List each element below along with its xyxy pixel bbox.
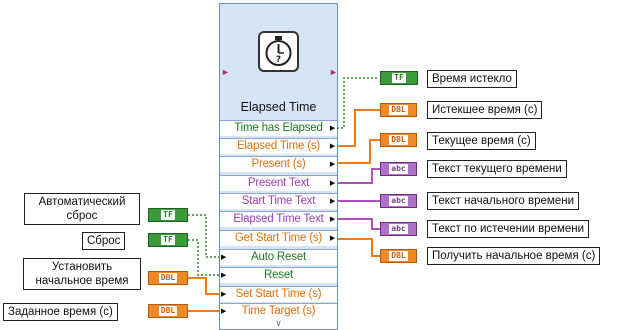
stopwatch-icon: ? [258, 31, 299, 72]
terminal-reset[interactable]: ▶ Reset [220, 267, 337, 283]
indicator-label: Получить начальное время (с) [427, 247, 601, 265]
type-label: DBL [389, 251, 408, 261]
indicator-label: Истекшее время (с) [427, 101, 543, 119]
control-label: Заданное время (с) [3, 303, 118, 321]
type-label: TF [161, 235, 175, 245]
indicator-terminal-elapsed-time-text[interactable]: abc [380, 222, 417, 236]
terminal-label: Set Start Time (s) [235, 288, 322, 300]
terminal-label: Get Start Time (s) [234, 232, 323, 244]
terminal-time-has-elapsed[interactable]: Time has Elapsed ▶ [220, 120, 337, 136]
terminal-elapsed-time[interactable]: Elapsed Time (s) ▶ [220, 138, 337, 154]
terminal-elapsed-time-text[interactable]: Elapsed Time Text ▶ [220, 211, 337, 227]
wire-present [337, 139, 380, 164]
terminal-set-start-time[interactable]: ▶ Set Start Time (s) [220, 286, 337, 302]
terminal-label: Time has Elapsed [234, 122, 323, 134]
terminal-present-text[interactable]: Present Text ▶ [220, 175, 337, 191]
output-arrow-icon: ▶ [329, 198, 335, 205]
type-label: DBL [158, 273, 178, 283]
vi-title: Elapsed Time [240, 100, 317, 114]
indicator-label: Текст по истечении времени [427, 220, 590, 238]
input-arrow-icon: ▶ [221, 254, 227, 261]
terminal-label: Auto Reset [251, 251, 306, 263]
terminal-present[interactable]: Present (s) ▶ [220, 156, 337, 172]
wire-elapsed-time-text [337, 218, 380, 230]
terminal-label: Time Target (s) [241, 305, 316, 317]
control-label: Сброс [82, 232, 126, 250]
control-terminal-time-target[interactable]: DBL [148, 304, 188, 318]
indicator-label: Текст текущего времени [427, 160, 567, 178]
terminal-label: Reset [263, 269, 294, 281]
output-arrow-icon: ▶ [329, 143, 335, 150]
indicator-label: Время истекло [427, 70, 517, 88]
type-label: TF [392, 73, 406, 83]
terminal-auto-reset[interactable]: ▶ Auto Reset [220, 249, 337, 265]
wire-present-text [337, 168, 380, 184]
type-label: abc [389, 196, 408, 206]
wire-auto-reset [188, 214, 220, 258]
terminal-label: Elapsed Time Text [233, 213, 324, 225]
terminal-time-target[interactable]: ▶ Time Target (s) [220, 303, 337, 319]
control-label: Автоматический сброс [24, 193, 140, 225]
input-arrow-icon: ▶ [221, 291, 227, 298]
type-label: DBL [389, 135, 408, 145]
terminal-label: Elapsed Time (s) [236, 140, 321, 152]
output-arrow-icon: ▶ [329, 125, 335, 132]
wire-elapsed-time [337, 109, 380, 147]
svg-text:?: ? [276, 55, 281, 65]
indicator-label: Текст начального времени [427, 192, 579, 210]
indicator-label: Текущее время (с) [427, 132, 536, 150]
output-arrow-icon: ▶ [329, 180, 335, 187]
input-arrow-icon: ► [221, 67, 230, 77]
control-label: Установить начальное время [23, 258, 141, 290]
control-terminal-reset[interactable]: TF [148, 233, 188, 247]
output-arrow-icon: ▶ [329, 216, 335, 223]
indicator-terminal-present-text[interactable]: abc [380, 162, 417, 176]
type-label: abc [389, 224, 408, 234]
terminal-start-time-text[interactable]: Start Time Text ▶ [220, 193, 337, 209]
output-arrow-icon: ► [329, 67, 338, 77]
indicator-terminal-time-elapsed[interactable]: TF [380, 71, 418, 85]
wire-time-has-elapsed [337, 77, 378, 129]
input-arrow-icon: ▶ [221, 308, 227, 315]
expand-handle[interactable]: ∨ [220, 318, 337, 329]
indicator-terminal-start-time-text[interactable]: abc [380, 194, 417, 208]
terminal-label: Present (s) [251, 158, 306, 170]
output-arrow-icon: ▶ [329, 161, 335, 168]
control-terminal-auto-reset[interactable]: TF [148, 208, 188, 222]
type-label: DBL [389, 105, 408, 115]
indicator-terminal-elapsed-time[interactable]: DBL [380, 103, 417, 117]
type-label: DBL [158, 306, 178, 316]
wire-set-start-time [188, 277, 220, 295]
input-arrow-icon: ▶ [221, 272, 227, 279]
wire-get-start-time [337, 238, 380, 257]
terminal-label: Start Time Text [241, 195, 316, 207]
indicator-terminal-get-start-time[interactable]: DBL [380, 249, 417, 263]
terminal-get-start-time[interactable]: Get Start Time (s) ▶ [220, 230, 337, 246]
output-arrow-icon: ▶ [329, 235, 335, 242]
type-label: TF [161, 210, 175, 220]
terminal-label: Present Text [247, 177, 310, 189]
indicator-terminal-present[interactable]: DBL [380, 133, 417, 147]
wire-reset [188, 239, 220, 276]
control-terminal-set-start-time[interactable]: DBL [148, 271, 188, 285]
type-label: abc [389, 164, 408, 174]
